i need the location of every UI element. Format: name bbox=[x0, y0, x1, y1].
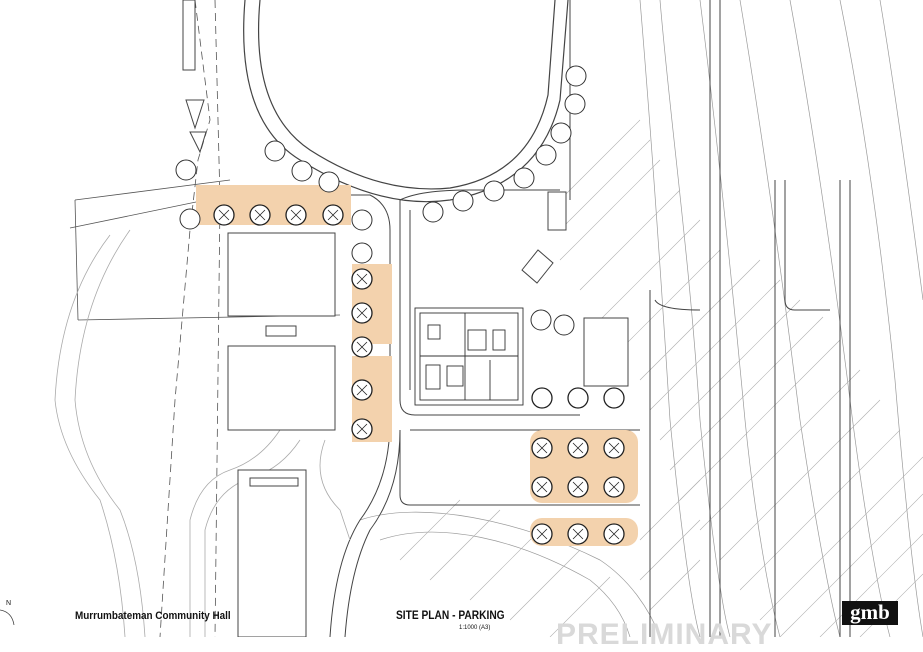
firm-logo: gmb bbox=[842, 601, 898, 625]
existing-buildings bbox=[227, 191, 629, 637]
site-plan-drawing bbox=[0, 0, 923, 637]
diagonal-hatch bbox=[399, 119, 923, 637]
sheet-title: SITE PLAN - PARKING bbox=[396, 608, 505, 622]
sports-oval bbox=[243, 0, 569, 203]
project-name: Murrumbateman Community Hall bbox=[75, 610, 231, 622]
north-label: N bbox=[6, 600, 12, 607]
preliminary-stamp: PRELIMINARY bbox=[556, 618, 773, 651]
drawing-scale: 1:1000 (A3) bbox=[459, 625, 491, 631]
triangle-markers bbox=[182, 0, 207, 154]
tree-canopy-marks bbox=[218, 209, 620, 540]
hall-building bbox=[414, 307, 524, 406]
contour-hatching bbox=[359, 0, 923, 637]
road-linework bbox=[320, 0, 851, 637]
trees-outline bbox=[175, 65, 587, 336]
north-arrow-icon bbox=[0, 609, 15, 626]
